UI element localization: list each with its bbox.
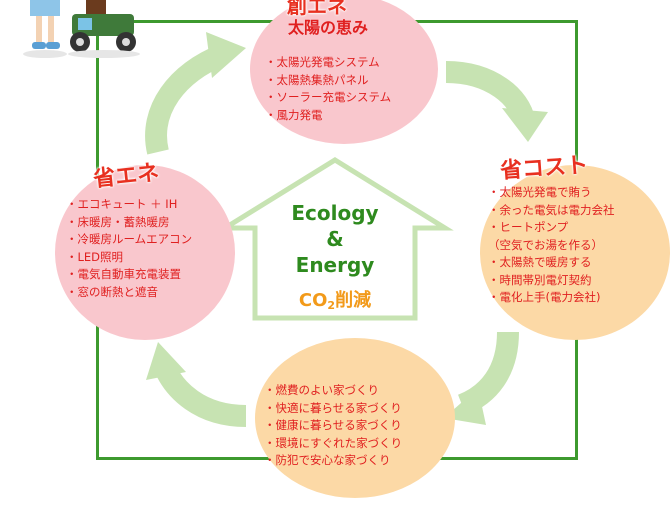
cycle-arrowhead-bottom-to-left [146,342,186,380]
co2-label-subscript: 2 [327,299,336,312]
co2-label-rest: 削減 [335,290,372,311]
cycle-arrowhead-left-to-top [206,32,246,78]
list-item: ・太陽熱集熱パネル [265,72,369,87]
right-item-list: ・太陽光発電で賄う ・余った電気は電力会社 ・ヒートポンプ （空気でお湯を作る）… [488,184,615,307]
list-item: ・ソーラー充電システム [265,90,392,104]
cycle-arrow-left-to-top [145,44,227,155]
circle-save-cost [480,165,670,340]
house-title: Ecology & Energy [260,200,410,278]
house-title-ampersand: & [326,227,344,251]
list-item: ・太陽光発電システム [265,55,380,69]
list-item: ・時間帯別電灯契約 [488,272,592,287]
list-item: ・風力発電 [265,107,323,122]
list-item: ・冷暖房ルームエアコン [66,232,193,246]
bottom-item-list: ・燃費のよい家づくり ・快適に暮らせる家づくり ・健康に暮らせる家づくり ・環境… [264,382,402,470]
top-item-list: ・太陽光発電システム ・太陽熱集熱パネル ・ソーラー充電システム ・風力発電 [265,54,391,124]
list-item: ・電化上手(電力会社) [488,290,601,304]
left-item-list: ・エコキュート ＋ IH ・床暖房・蓄熱暖房 ・冷暖房ルームエアコン ・LED照… [66,196,192,301]
list-item: ・窓の断熱と遮音 [66,284,158,299]
top-subtitle: 太陽の恵み [288,18,369,37]
list-item: ・余った電気は電力会社 [488,202,615,217]
cycle-arrow-right-to-bottom [457,331,519,416]
co2-label-main: CO [298,290,328,311]
list-item: ・防犯で安心な家づくり [264,453,391,467]
circle-save-energy [55,165,235,340]
child-with-toy-car-icon [23,0,140,58]
list-item: ・健康に暮らせる家づくり [264,418,402,432]
list-item: ・電気自動車充電装置 [66,267,181,281]
list-item: ・快適に暮らせる家づくり [264,400,402,415]
list-item: （空気でお湯を作る） [488,237,603,252]
right-title: 省コスト [499,152,589,185]
list-item: ・太陽熱で暖房する [488,255,592,269]
list-item: ・太陽光発電で賄う [488,185,592,199]
top-title-partial: 創エネ [287,0,347,18]
house-title-energy: Energy [295,253,375,277]
list-item: ・ヒートポンプ [488,220,569,234]
circle-house-building [255,338,455,498]
co2-reduction-label: CO2削減 [260,286,410,312]
list-item: ・エコキュート ＋ IH [66,197,178,211]
cycle-arrowhead-top-to-right [502,108,548,142]
left-title: 省エネ [92,160,161,193]
circle-create-energy [250,0,438,144]
list-item: ・燃費のよい家づくり [264,383,379,397]
list-item: ・床暖房・蓄熱暖房 [66,214,170,229]
list-item: ・LED照明 [66,249,124,264]
house-title-ecology: Ecology [291,201,379,225]
list-item: ・環境にすぐれた家づくり [264,435,403,450]
